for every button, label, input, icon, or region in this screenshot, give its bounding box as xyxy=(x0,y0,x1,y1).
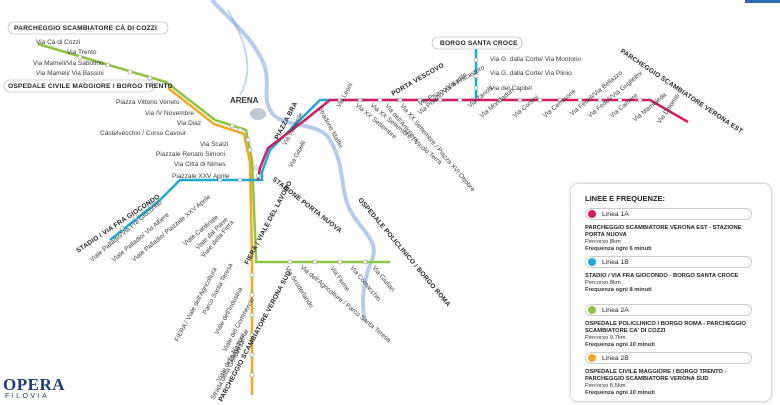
terminal-cozzi: PARCHEGGIO SCAMBIATORE CÀ DI COZZI xyxy=(7,21,169,35)
legend-frequency: Frequenza ogni 10 minuti xyxy=(585,342,655,348)
legend-line-2a: Linea 2A OSPEDALE POLICLINICO / BORGO RO… xyxy=(585,304,755,349)
legend-frequency: Frequenza ogni 8 minuti xyxy=(585,287,652,293)
stop-label: Via IV Novembre xyxy=(145,110,194,117)
line-1b-swatch xyxy=(588,258,596,266)
stop-label: Piazzale Renato Simoni xyxy=(156,151,225,158)
legend-route: OSPEDALE POLICLINICO / BORGO ROMA - PARC… xyxy=(585,321,747,334)
line-2b xyxy=(167,87,254,395)
line-1a xyxy=(256,98,689,181)
legend-route: PARCHEGGIO SCAMBIATORE VERONA EST - STAZ… xyxy=(585,225,742,238)
legend-line-name: Linea 1B xyxy=(602,258,629,266)
legend-panel: LINEE E FREQUENZE: Linea 1A PARCHEGGIO S… xyxy=(570,183,772,402)
line-2a xyxy=(37,42,390,264)
legend-line-name: Linea 2B xyxy=(602,354,629,362)
stop-label: Via Trento xyxy=(67,49,97,56)
legend-distance: Percorso 9,7km xyxy=(585,335,626,341)
stop-label: Via Cà di Cozzi xyxy=(36,39,80,46)
stop-label: Via G. dalla Corte/ Via Montorio xyxy=(490,56,582,63)
top-accent-bar xyxy=(745,0,780,3)
stop-label: Via Città di Nimes xyxy=(174,161,226,168)
legend-route: STADIO / VIA FRA GIOCONDO - BORGO SANTA … xyxy=(585,273,739,279)
stop-label: Via Leoni xyxy=(336,82,355,109)
stop-markers xyxy=(77,54,643,378)
opera-filovia-logo: OPERA FILOVIA xyxy=(3,376,73,400)
legend-route: OSPEDALE CIVILE MAGGIORE / BORGO TRENTO … xyxy=(585,369,727,382)
logo-brand: OPERA xyxy=(3,375,65,394)
stop-label: Via Gibelli xyxy=(288,140,308,169)
stop-label: Via del Capitel xyxy=(490,85,532,92)
legend-frequency: Frequenza ogni 10 minuti xyxy=(585,390,655,396)
legend-title: LINEE E FREQUENZE: xyxy=(585,194,666,203)
stop-label: Via Corsini xyxy=(512,94,540,119)
label-arena: ARENA xyxy=(230,96,259,105)
stop-label: Castelvecchio / Corso Cavour xyxy=(100,130,187,137)
stop-label: Via XX Settembre / Piazza XVI Ottobre xyxy=(398,103,476,194)
line-1a-swatch xyxy=(588,210,596,218)
legend-frequency: Frequenza ogni 6 minuti xyxy=(585,246,652,252)
legend-distance: Percorso 8km xyxy=(585,239,621,245)
legend-line-2b: Linea 2B OSPEDALE CIVILE MAGGIORE / BORG… xyxy=(585,352,755,397)
stop-label: Via Mameli/Via Sabotino xyxy=(33,60,104,67)
legend-line-1b: Linea 1B STADIO / VIA FRA GIOCONDO - BOR… xyxy=(585,256,755,294)
logo-sub: FILOVIA xyxy=(5,393,50,400)
stop-label: Via Mameli/ Via Bassini xyxy=(36,70,104,77)
stop-label: Piazza Vittorio Veneto xyxy=(116,99,180,106)
line-2b-swatch xyxy=(588,354,596,362)
legend-distance: Percorso 8km xyxy=(585,280,621,286)
stop-label: Piazzale XXV Aprile xyxy=(172,173,230,180)
stop-label: Via G. dalla Corte/ Via Plinio xyxy=(490,70,572,77)
legend-line-name: Linea 2A xyxy=(602,306,629,314)
legend-line-1a: Linea 1A PARCHEGGIO SCAMBIATORE VERONA E… xyxy=(585,208,755,253)
svg-text:PARCHEGGIO SCAMBIATORE CÀ DI C: PARCHEGGIO SCAMBIATORE CÀ DI COZZI xyxy=(14,23,157,32)
svg-text:OSPEDALE CIVILE MAGGIORE / BOR: OSPEDALE CIVILE MAGGIORE / BORGO TRENTO xyxy=(8,83,173,90)
terminal-borgo-santa-croce: BORGO SANTA CROCE xyxy=(431,36,523,50)
terminal-ospedale-civile: OSPEDALE CIVILE MAGGIORE / BORGO TRENTO xyxy=(3,79,173,93)
stop-label: Via Scalzi xyxy=(200,141,228,148)
river-adige xyxy=(210,0,376,321)
svg-text:BORGO SANTA CROCE: BORGO SANTA CROCE xyxy=(440,40,518,47)
legend-distance: Percorso 8,5km xyxy=(585,383,626,389)
river-canal xyxy=(227,9,249,96)
legend-line-name: Linea 1A xyxy=(602,210,629,218)
line-2a-swatch xyxy=(588,306,596,314)
arena-icon xyxy=(250,108,266,120)
stop-label: Via Diaz xyxy=(177,120,201,127)
